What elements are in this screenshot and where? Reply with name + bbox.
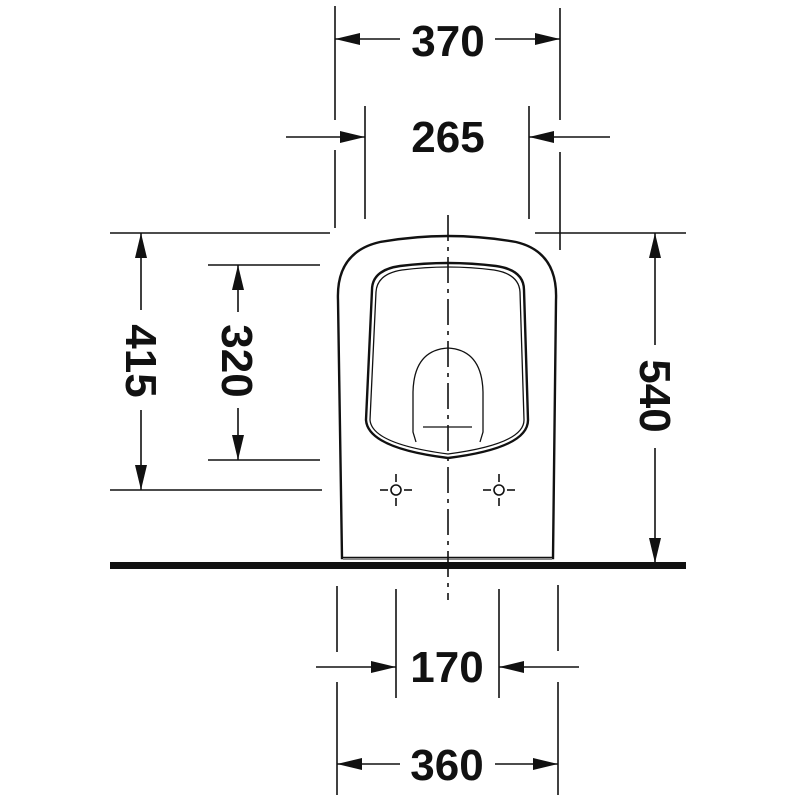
fixing-point-right bbox=[483, 474, 515, 506]
dimension-170: 170 bbox=[316, 585, 579, 795]
floor-line bbox=[110, 562, 686, 569]
fixing-point-left bbox=[380, 474, 412, 506]
dimension-label-265: 265 bbox=[411, 113, 484, 162]
dimension-label-370: 370 bbox=[411, 17, 484, 66]
dimension-label-320: 320 bbox=[212, 324, 261, 397]
dimension-415: 415 bbox=[110, 233, 322, 491]
dimension-label-170: 170 bbox=[410, 643, 483, 692]
dimension-265: 265 bbox=[286, 106, 610, 219]
dimension-370: 370 bbox=[334, 6, 561, 250]
dimension-360: 360 bbox=[337, 741, 558, 790]
toilet-body-outline bbox=[336, 234, 558, 560]
seat-outer-outline bbox=[364, 261, 530, 460]
seat-inner-outline bbox=[369, 266, 525, 455]
dimension-540: 540 bbox=[630, 233, 679, 563]
dimension-label-540: 540 bbox=[630, 359, 679, 432]
dimension-label-415: 415 bbox=[116, 324, 165, 397]
dimension-label-360: 360 bbox=[410, 741, 483, 790]
dimension-320: 320 bbox=[208, 264, 320, 461]
